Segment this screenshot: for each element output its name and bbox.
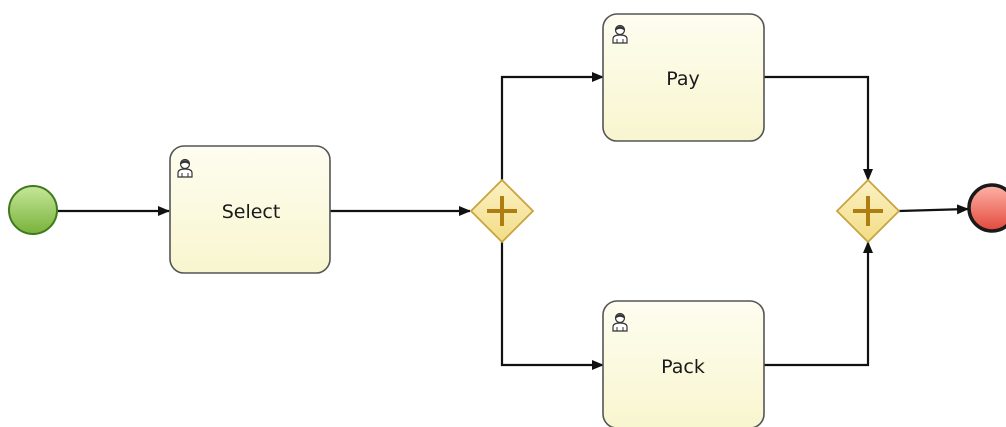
- plus-icon: [853, 196, 883, 226]
- start-event[interactable]: [8, 185, 58, 235]
- task-select[interactable]: Select: [169, 145, 331, 274]
- flow-pay-to-join[interactable]: [764, 75, 873, 181]
- flow-split-to-pack[interactable]: [500, 242, 604, 370]
- task-pack[interactable]: Pack: [602, 300, 765, 427]
- flow-pack-to-join[interactable]: [764, 241, 873, 367]
- task-label: Select: [222, 201, 281, 223]
- flow-join-to-end[interactable]: [898, 204, 969, 215]
- task-label: Pack: [661, 356, 705, 378]
- flow-split-to-pay[interactable]: [500, 72, 604, 180]
- task-pay[interactable]: Pay: [602, 13, 765, 142]
- sequence-flows: [58, 72, 969, 370]
- end-event[interactable]: [967, 183, 1006, 233]
- task-label: Pay: [666, 68, 700, 90]
- parallel-gateway-join[interactable]: [835, 178, 901, 244]
- parallel-gateway-split[interactable]: [469, 178, 535, 244]
- plus-icon: [487, 196, 517, 226]
